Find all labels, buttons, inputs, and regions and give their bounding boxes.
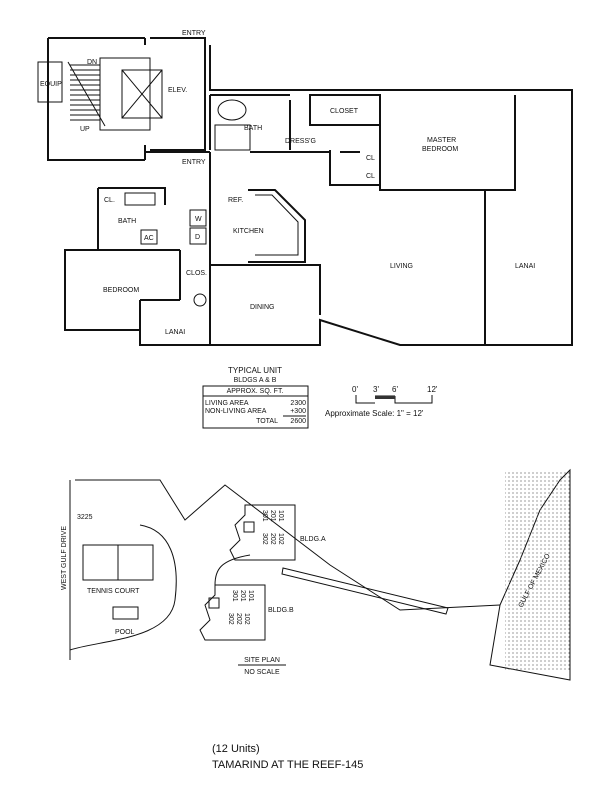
row-value: +300 [290, 408, 306, 415]
label-cl-bath: CL. [104, 197, 115, 204]
site-plan-subtitle: NO SCALE [244, 669, 280, 676]
label-elev: ELEV. [168, 87, 187, 94]
unit-number: 201 [269, 510, 276, 522]
unit-number: 101 [277, 510, 284, 522]
row-value: 2300 [290, 400, 306, 407]
scale-label: Approximate Scale: 1" = 12' [325, 409, 424, 418]
address-label: 3225 [77, 514, 93, 521]
unit-number: 202 [235, 613, 242, 625]
label-lanai-small: LANAI [165, 329, 185, 336]
label-dryer: D [195, 234, 200, 241]
label-kitchen: KITCHEN [233, 228, 264, 235]
unit-info: TYPICAL UNIT BLDGS A & B APPROX. SQ. FT.… [202, 366, 309, 429]
row-value: 2600 [290, 418, 306, 425]
unit-number: 201 [239, 590, 246, 602]
bldg-a-label: BLDG.A [300, 536, 326, 543]
label-dressing: DRESS'G [285, 138, 316, 145]
label-living: LIVING [390, 263, 413, 270]
label-cl-1: CL [366, 155, 375, 162]
unit-number: 302 [261, 533, 268, 545]
unit-number: 301 [231, 590, 238, 602]
stair-elevator-core [37, 37, 206, 161]
unit-number: 202 [269, 533, 276, 545]
unit-number: 102 [277, 533, 284, 545]
bldg-b-label: BLDG.B [268, 607, 294, 614]
label-master-1: MASTER [427, 137, 456, 144]
unit-walls [64, 45, 573, 346]
site-plan: WEST GULF DRIVE 3225 TENNIS COURT POOL G… [61, 468, 571, 681]
label-equip: EQUIP. [40, 81, 63, 88]
label-cl-2: CL [366, 173, 375, 180]
unit-number: 102 [243, 613, 250, 625]
unit-number: 101 [247, 590, 254, 602]
unit-number: 302 [227, 613, 234, 625]
unit-subtitle: BLDGS A & B [234, 377, 277, 384]
unit-title: TYPICAL UNIT [228, 366, 282, 375]
label-ref: REF. [228, 197, 243, 204]
unit-number: 301 [261, 510, 268, 522]
row-label: NON-LIVING AREA [205, 408, 267, 415]
label-lanai-right: LANAI [515, 263, 535, 270]
label-clos: CLOS. [186, 270, 207, 277]
label-ac: AC [144, 235, 154, 242]
pool-label: POOL [115, 629, 135, 636]
label-bath: BATH [118, 218, 136, 225]
room-labels: ENTRY DN EQUIP. UP ELEV. ENTRY BATH DRES… [40, 30, 535, 336]
row-label: TOTAL [256, 418, 278, 425]
label-dn: DN [87, 59, 97, 66]
road-label: WEST GULF DRIVE [61, 526, 68, 590]
row-label: LIVING AREA [205, 400, 249, 407]
unit-count: (12 Units) [212, 743, 260, 755]
label-master-2: BEDROOM [422, 146, 458, 153]
label-entry-top: ENTRY [182, 30, 206, 37]
site-plan-title: SITE PLAN [244, 657, 280, 664]
label-entry-bottom: ENTRY [182, 159, 206, 166]
label-master-bath: BATH [244, 125, 262, 132]
scale-tick: 6' [392, 385, 398, 394]
scale-bar: 0' 3' 6' 12' Approximate Scale: 1" = 12' [325, 385, 438, 418]
property-name: TAMARIND AT THE REEF-145 [212, 759, 363, 771]
label-washer: W [195, 216, 202, 223]
label-up: UP [80, 126, 90, 133]
scale-tick: 12' [427, 385, 438, 394]
sqft-header: APPROX. SQ. FT. [227, 388, 284, 395]
label-closet: CLOSET [330, 108, 359, 115]
label-dining: DINING [250, 304, 275, 311]
scale-tick: 0' [352, 385, 358, 394]
tennis-label: TENNIS COURT [87, 588, 140, 595]
label-bedroom: BEDROOM [103, 287, 139, 294]
scale-tick: 3' [373, 385, 379, 394]
